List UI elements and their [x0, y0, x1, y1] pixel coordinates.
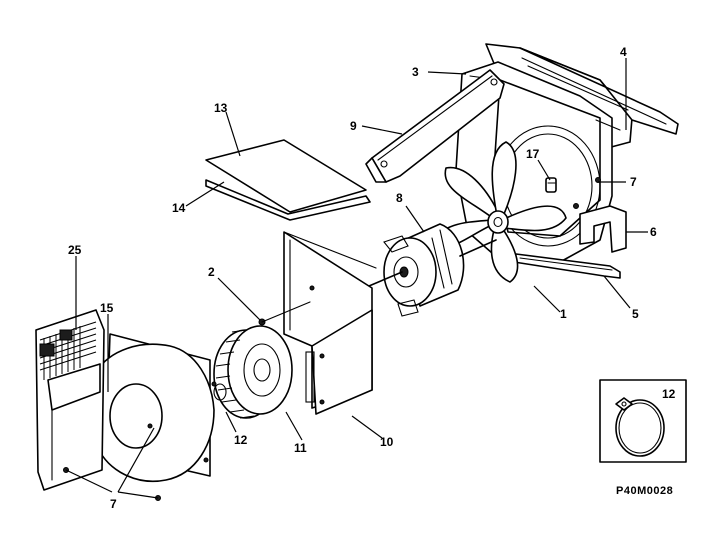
callout-5: 5 — [632, 307, 639, 321]
part-10-motor-mount — [283, 231, 377, 415]
part-8-motor — [349, 223, 497, 317]
part-12-clamp-installed — [211, 381, 227, 401]
callout-labels: 1 2 3 4 5 6 7 7 8 9 10 11 12 12 13 14 15… — [68, 45, 676, 511]
callout-12-main: 12 — [234, 433, 248, 447]
callout-17: 17 — [526, 147, 540, 161]
part-7-screws-upper — [573, 177, 601, 209]
callout-7-lower: 7 — [110, 497, 117, 511]
leader-lines — [65, 58, 648, 499]
callout-13: 13 — [214, 101, 228, 115]
part-2-screw — [258, 301, 311, 326]
callout-2: 2 — [208, 265, 215, 279]
callout-11: 11 — [294, 441, 307, 455]
callout-6: 6 — [650, 225, 657, 239]
callout-10: 10 — [380, 435, 394, 449]
callout-14: 14 — [172, 201, 186, 215]
part-11-blower-wheel — [213, 325, 293, 419]
callout-12-detail: 12 — [662, 387, 676, 401]
callout-4: 4 — [620, 45, 627, 59]
callout-9: 9 — [350, 119, 357, 133]
part-17-clip — [545, 177, 557, 193]
part-6-side-bracket — [579, 205, 627, 253]
detail-box-part-12 — [599, 379, 687, 463]
callout-1: 1 — [560, 307, 567, 321]
callout-8: 8 — [396, 191, 403, 205]
part-15-blower-housing — [95, 333, 215, 482]
part-14-gasket — [205, 179, 371, 221]
callout-15: 15 — [100, 301, 114, 315]
diagram-code: P40M0028 — [616, 485, 673, 497]
part-9-support-bracket — [365, 69, 505, 183]
callout-7-upper: 7 — [630, 175, 637, 189]
callout-3: 3 — [412, 65, 419, 79]
part-25-grille — [35, 309, 105, 491]
part-13-insulation — [205, 139, 367, 213]
callout-25: 25 — [68, 243, 82, 257]
